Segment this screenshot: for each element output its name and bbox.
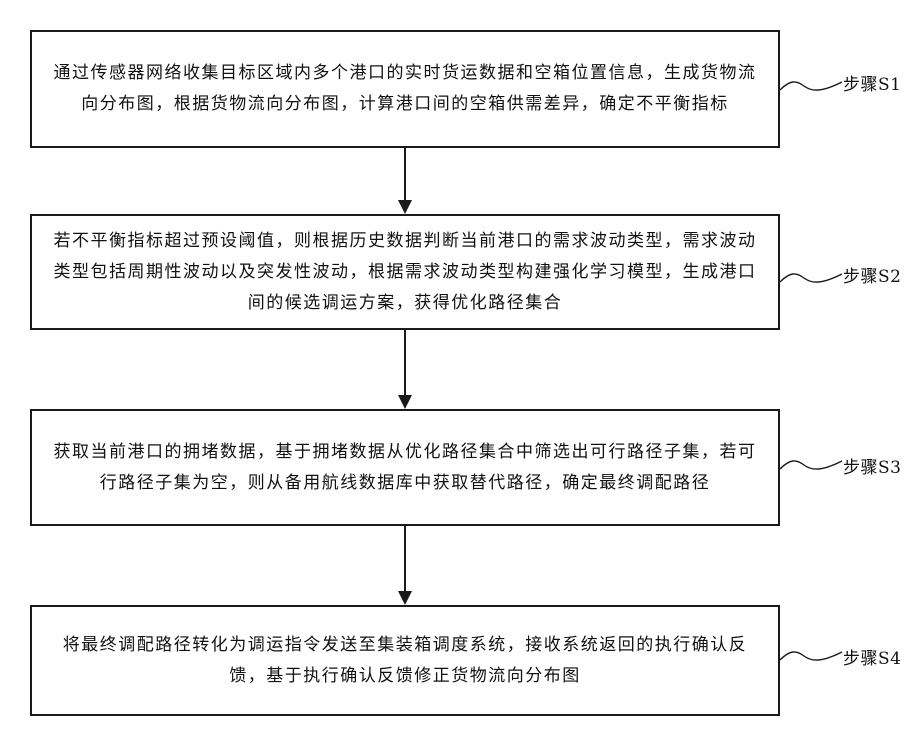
leader-line-s4 [780,646,844,670]
step-label-s3: 步骤S3 [843,453,901,478]
step-label-s4: 步骤S4 [843,644,901,669]
arrow-s1-to-s2 [398,148,412,214]
arrow-s2-to-s3 [398,330,412,409]
arrow-s3-to-s4 [398,526,412,605]
step-box-s3: 获取当前港口的拥堵数据，基于拥堵数据从优化路径集合中筛选出可行路径子集，若可行路… [30,409,780,526]
leader-line-s2 [780,268,844,292]
step-box-s2: 若不平衡指标超过预设阈值，则根据历史数据判断当前港口的需求波动类型，需求波动类型… [30,214,780,330]
step-box-s4: 将最终调配路径转化为调运指令发送至集装箱调度系统，接收系统返回的执行确认反馈，基… [30,605,780,716]
step-box-s1: 通过传感器网络收集目标区域内多个港口的实时货运数据和空箱位置信息，生成货物流向分… [30,30,780,148]
leader-line-s1 [780,76,844,100]
step-label-s2: 步骤S2 [843,262,901,287]
step-text-s1: 通过传感器网络收集目标区域内多个港口的实时货运数据和空箱位置信息，生成货物流向分… [46,58,764,120]
step-text-s3: 获取当前港口的拥堵数据，基于拥堵数据从优化路径集合中筛选出可行路径子集，若可行路… [46,437,764,499]
leader-line-s3 [780,455,844,479]
step-text-s2: 若不平衡指标超过预设阈值，则根据历史数据判断当前港口的需求波动类型，需求波动类型… [46,226,764,319]
step-label-s1: 步骤S1 [843,70,901,95]
step-text-s4: 将最终调配路径转化为调运指令发送至集装箱调度系统，接收系统返回的执行确认反馈，基… [46,630,764,692]
